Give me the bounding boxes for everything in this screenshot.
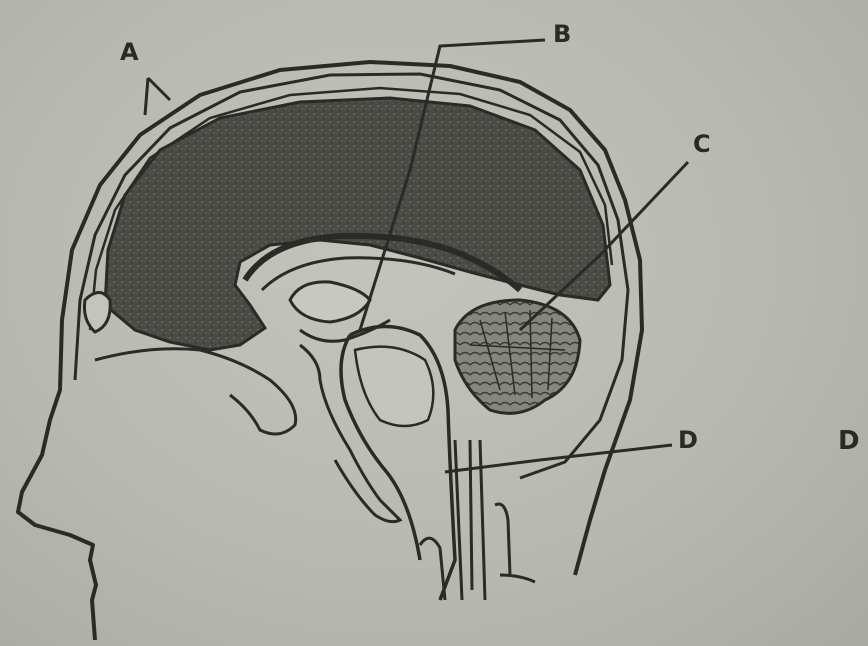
margin-mark: D: [838, 428, 860, 454]
cerebellum: [455, 300, 580, 413]
spinal-cord: [455, 440, 485, 600]
hypothalamus: [300, 320, 390, 341]
label-a: A: [120, 40, 139, 64]
nasal-cavity: [95, 349, 296, 434]
thalamus-region: [290, 282, 370, 322]
label-b: B: [553, 22, 571, 46]
label-c: C: [693, 132, 711, 156]
frontal-sinus: [84, 293, 110, 333]
leader-line-a: [145, 78, 170, 115]
vertebrae: [420, 504, 535, 600]
label-d: D: [678, 428, 698, 452]
corpus-callosum-inner: [262, 258, 455, 290]
pons: [355, 347, 433, 426]
